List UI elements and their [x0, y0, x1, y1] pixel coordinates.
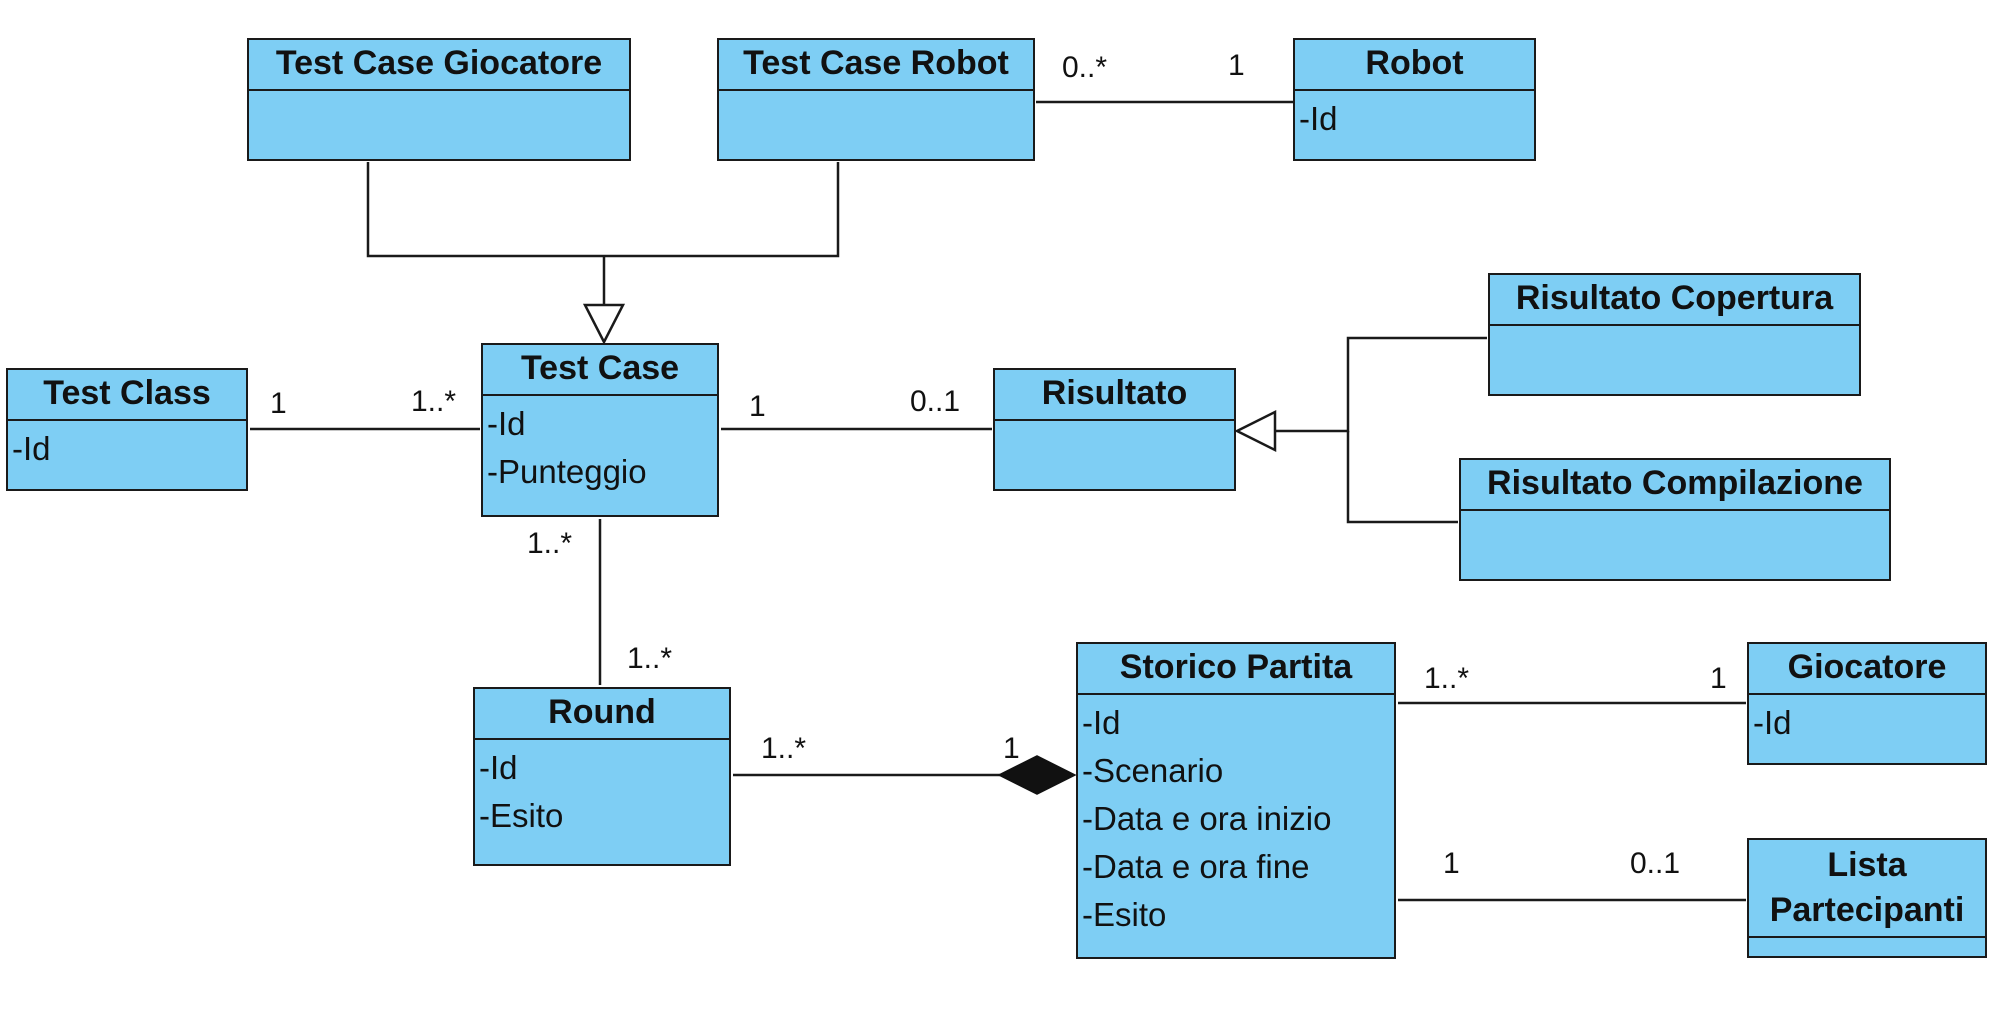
attribute: -Id: [1753, 704, 1792, 741]
class-test-class[interactable]: Test Class -Id: [6, 368, 248, 491]
generalization-compilazione-line: [1346, 431, 1458, 524]
attribute-list: -Id: [1749, 695, 1985, 747]
multiplicity-label: 1: [1228, 49, 1245, 82]
generalization-arrow-testcase: [582, 303, 626, 345]
multiplicity-label: 1..*: [627, 642, 673, 675]
attribute: -Data e ora fine: [1082, 848, 1310, 885]
class-name: Storico Partita: [1078, 644, 1394, 695]
multiplicity-label: 0..*: [1062, 51, 1108, 84]
class-storico-partita[interactable]: Storico Partita -Id -Scenario -Data e or…: [1076, 642, 1396, 959]
class-name: Round: [475, 689, 729, 740]
multiplicity-label: 1: [270, 387, 287, 420]
multiplicity-label: 1..*: [527, 527, 573, 560]
attribute: -Data e ora inizio: [1082, 800, 1332, 837]
multiplicity-label: 1: [1710, 662, 1727, 695]
attribute: -Id: [1299, 100, 1338, 137]
class-test-case[interactable]: Test Case -Id -Punteggio: [481, 343, 719, 517]
attribute-list: -Id -Punteggio: [483, 396, 717, 496]
class-name: Lista Partecipanti: [1749, 840, 1985, 938]
attribute: -Punteggio: [487, 453, 647, 490]
generalization-arrow-risultato: [1234, 409, 1277, 453]
class-giocatore[interactable]: Giocatore -Id: [1747, 642, 1987, 765]
multiplicity-label: 0..1: [910, 385, 961, 418]
multiplicity-label: 1..*: [761, 732, 807, 765]
attribute: -Esito: [1082, 896, 1167, 933]
class-name: Risultato Compilazione: [1461, 460, 1889, 511]
attribute: -Id: [1082, 704, 1121, 741]
class-name: Test Class: [8, 370, 246, 421]
attribute-list: -Id: [1295, 91, 1534, 143]
multiplicity-label: 0..1: [1630, 847, 1681, 880]
class-name: Risultato: [995, 370, 1234, 421]
attribute-list: -Id -Scenario -Data e ora inizio -Data e…: [1078, 695, 1394, 939]
class-risultato-compilazione[interactable]: Risultato Compilazione: [1459, 458, 1891, 581]
class-round[interactable]: Round -Id -Esito: [473, 687, 731, 866]
generalization-tcgiocatore-line: [366, 162, 604, 258]
multiplicity-label: 1: [749, 390, 766, 423]
class-name: Test Case: [483, 345, 717, 396]
attribute: -Scenario: [1082, 752, 1224, 789]
class-name: Test Case Robot: [719, 40, 1033, 91]
generalization-tcrobot-line: [604, 162, 840, 258]
class-lista-partecipanti[interactable]: Lista Partecipanti: [1747, 838, 1987, 958]
generalization-copertura-line: [1275, 336, 1487, 433]
attribute: -Id: [479, 749, 518, 786]
class-name: Robot: [1295, 40, 1534, 91]
class-robot[interactable]: Robot -Id: [1293, 38, 1536, 161]
class-name: Giocatore: [1749, 644, 1985, 695]
class-test-case-giocatore[interactable]: Test Case Giocatore: [247, 38, 631, 161]
class-risultato-copertura[interactable]: Risultato Copertura: [1488, 273, 1861, 396]
multiplicity-label: 1: [1003, 732, 1020, 765]
multiplicity-label: 1: [1443, 847, 1460, 880]
attribute: -Esito: [479, 797, 564, 834]
composition-diamond-storico: [997, 755, 1077, 795]
class-test-case-robot[interactable]: Test Case Robot: [717, 38, 1035, 161]
attribute-list: -Id -Esito: [475, 740, 729, 840]
attribute: -Id: [487, 405, 526, 442]
class-name: Risultato Copertura: [1490, 275, 1859, 326]
attribute: -Id: [12, 430, 51, 467]
class-name: Test Case Giocatore: [249, 40, 629, 91]
class-risultato[interactable]: Risultato: [993, 368, 1236, 491]
attribute-list: -Id: [8, 421, 246, 473]
multiplicity-label: 1..*: [411, 385, 457, 418]
multiplicity-label: 1..*: [1424, 662, 1470, 695]
